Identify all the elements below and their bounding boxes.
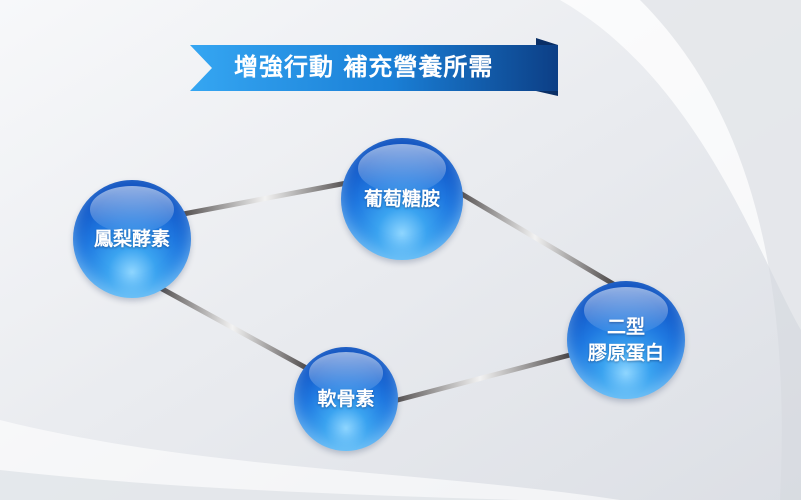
- connector-pineapple-chondroitin: [152, 282, 313, 373]
- banner-title: 增強行動 補充營養所需: [234, 53, 494, 81]
- node-pineapple-label: 鳳梨酵素: [93, 228, 170, 250]
- node-type2-collagen: 二型 膠原蛋白: [567, 281, 685, 399]
- node-glucosamine: 葡萄糖胺: [341, 138, 463, 260]
- node-chondroitin: 軟骨素: [294, 347, 398, 451]
- title-banner: 增強行動 補充營養所需: [190, 38, 558, 96]
- connector-glucosamine-collagen: [452, 187, 618, 288]
- ribbon-shape: [190, 38, 558, 96]
- node-glucosamine-label: 葡萄糖胺: [363, 188, 440, 210]
- node-pineapple-enzyme: 鳳梨酵素: [73, 180, 191, 298]
- connector-lines: [152, 179, 618, 405]
- connector-pineapple-glucosamine: [175, 179, 355, 218]
- node-collagen-line1: 二型: [606, 316, 645, 338]
- node-collagen-label: 二型 膠原蛋白: [588, 314, 664, 366]
- node-collagen-line2: 膠原蛋白: [587, 342, 664, 364]
- node-chondroitin-label: 軟骨素: [317, 388, 375, 410]
- connector-chondroitin-collagen: [387, 352, 573, 405]
